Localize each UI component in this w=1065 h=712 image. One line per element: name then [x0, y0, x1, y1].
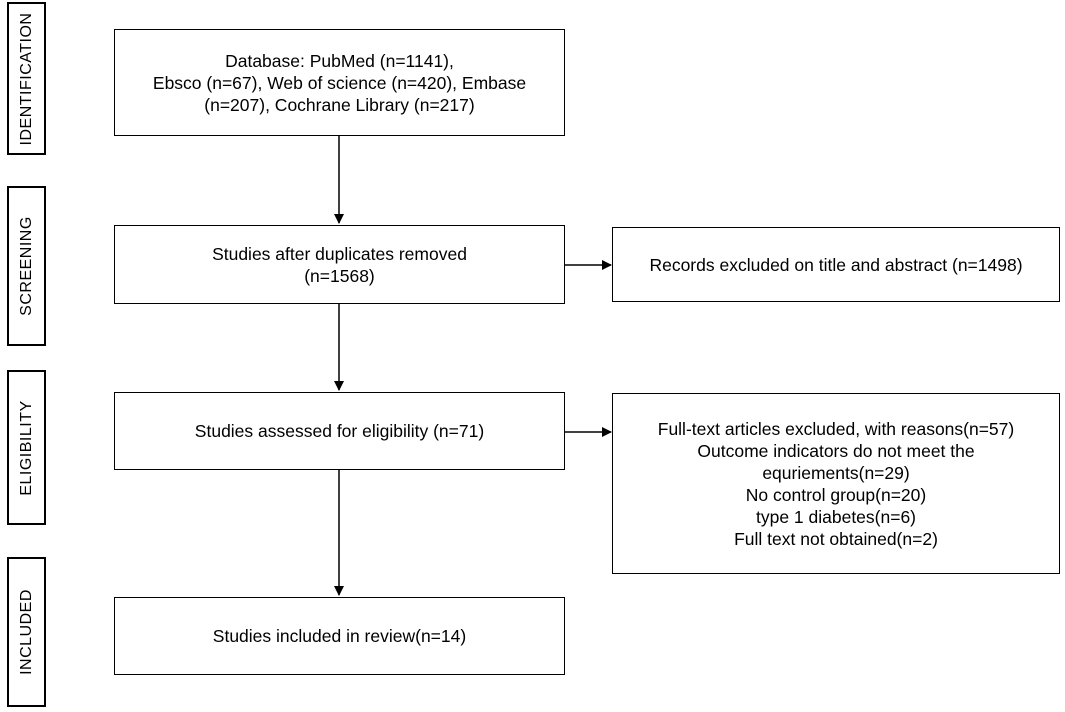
eligibility-excluded-line-3: equriements(n=29) — [762, 462, 910, 483]
screening-line-2: (n=1568) — [304, 265, 375, 286]
identification-box: Database: PubMed (n=1141), Ebsco (n=67),… — [114, 29, 565, 136]
identification-line-2: Ebsco (n=67), Web of science (n=420), Em… — [152, 72, 527, 93]
identification-line-3: (n=207), Cochrane Library (n=217) — [204, 94, 475, 115]
eligibility-line-1: Studies assessed for eligibility (n=71) — [194, 421, 485, 441]
eligibility-excluded-line-2: Outcome indicators do not meet the — [697, 440, 975, 461]
eligibility-excluded-line-5: type 1 diabetes(n=6) — [755, 506, 917, 527]
included-box: Studies included in review(n=14) — [114, 597, 565, 675]
eligibility-excluded-line-1: Full-text articles excluded, with reason… — [657, 418, 1015, 439]
stage-included: INCLUDED — [7, 557, 46, 707]
screening-excluded-line-1: Records excluded on title and abstract (… — [649, 254, 1023, 275]
stage-screening: SCREENING — [7, 186, 46, 346]
identification-line-1: Database: PubMed (n=1141), — [225, 50, 454, 71]
eligibility-excluded-line-4: No control group(n=20) — [745, 484, 927, 505]
eligibility-excluded-box: Full-text articles excluded, with reason… — [612, 393, 1060, 574]
screening-line-1: Studies after duplicates removed — [212, 243, 467, 264]
eligibility-excluded-line-6: Full text not obtained(n=2) — [734, 528, 938, 549]
included-line-1: Studies included in review(n=14) — [212, 626, 467, 646]
screening-excluded-box: Records excluded on title and abstract (… — [612, 227, 1060, 302]
eligibility-box: Studies assessed for eligibility (n=71) — [114, 392, 565, 470]
screening-box: Studies after duplicates removed (n=1568… — [114, 225, 565, 304]
stage-eligibility: ELIGIBILITY — [7, 370, 46, 525]
stage-identification: IDENTIFICATION — [7, 2, 46, 155]
